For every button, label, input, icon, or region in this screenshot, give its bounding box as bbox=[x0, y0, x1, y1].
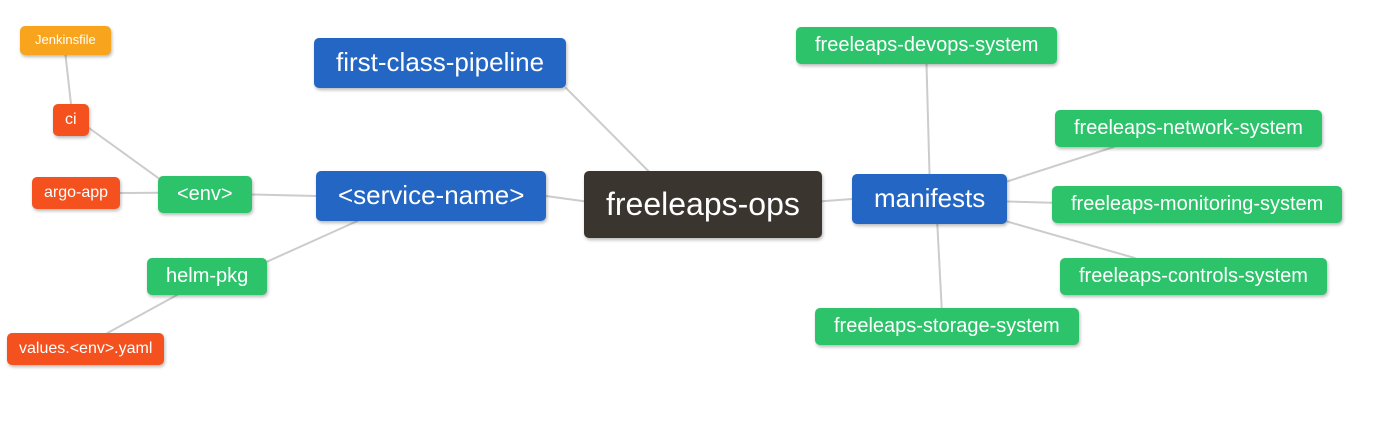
edge-first-class-pipeline-freeleaps-ops bbox=[565, 87, 650, 172]
node-manifests[interactable]: manifests bbox=[852, 174, 1008, 224]
edge-jenkinsfile-ci bbox=[64, 54, 72, 105]
node-controls-system[interactable]: freeleaps-controls-system bbox=[1060, 258, 1327, 295]
edge-manifests-network-system bbox=[1006, 146, 1115, 183]
node-helm-pkg[interactable]: helm-pkg bbox=[147, 258, 268, 295]
node-ci[interactable]: ci bbox=[53, 104, 89, 137]
node-jenkinsfile[interactable]: Jenkinsfile bbox=[20, 26, 111, 55]
node-storage-system[interactable]: freeleaps-storage-system bbox=[815, 308, 1079, 345]
edge-ci-env bbox=[88, 127, 159, 179]
node-values-env-yaml[interactable]: values.<env>.yaml bbox=[7, 333, 165, 366]
node-devops-system[interactable]: freeleaps-devops-system bbox=[796, 27, 1058, 64]
node-network-system[interactable]: freeleaps-network-system bbox=[1055, 110, 1322, 147]
node-env[interactable]: <env> bbox=[158, 176, 252, 213]
edge-helm-pkg-values-env-yaml bbox=[106, 294, 178, 334]
edge-service-name-freeleaps-ops bbox=[545, 195, 585, 203]
node-monitoring-system[interactable]: freeleaps-monitoring-system bbox=[1052, 186, 1343, 223]
edge-manifests-storage-system bbox=[936, 223, 943, 309]
edge-manifests-monitoring-system bbox=[1006, 200, 1053, 204]
node-freeleaps-ops[interactable]: freeleaps-ops bbox=[584, 171, 822, 238]
edge-manifests-devops-system bbox=[925, 63, 931, 175]
edge-freeleaps-ops-manifests bbox=[821, 198, 853, 203]
edge-helm-pkg-service-name bbox=[266, 220, 359, 263]
edge-manifests-controls-system bbox=[1006, 220, 1136, 259]
node-argo-app[interactable]: argo-app bbox=[32, 177, 121, 210]
node-first-class-pipeline[interactable]: first-class-pipeline bbox=[314, 38, 567, 88]
edge-env-service-name bbox=[251, 193, 317, 197]
node-service-name[interactable]: <service-name> bbox=[316, 171, 547, 221]
